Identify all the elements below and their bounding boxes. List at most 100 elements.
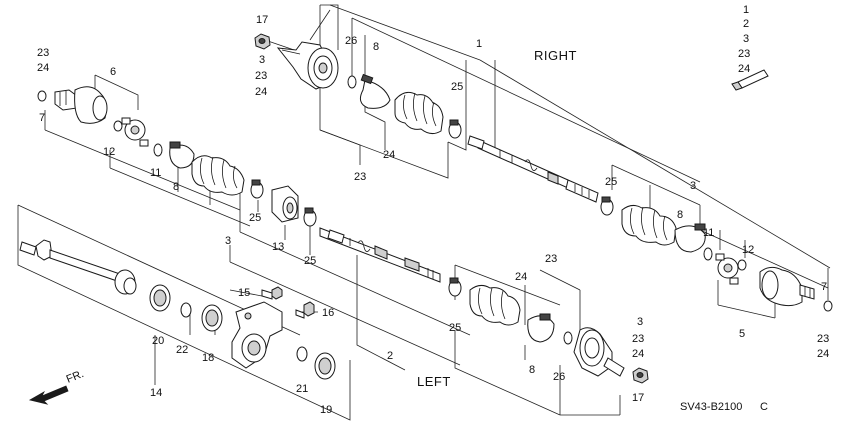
callout: 12	[103, 146, 115, 158]
bearing-support-bracket	[231, 301, 283, 369]
callout: 25	[249, 212, 261, 224]
diagram-code: SV43-B2100	[680, 401, 742, 413]
clip-7-right	[823, 300, 833, 312]
cv-boot-right	[621, 204, 677, 246]
parts	[19, 33, 833, 384]
callout: 15	[238, 287, 250, 299]
bolt-16	[295, 301, 315, 319]
intermediate-shaft	[19, 239, 137, 295]
callout: 25	[449, 322, 461, 334]
inboard-joint-left	[54, 86, 108, 124]
callout: 25	[605, 176, 617, 188]
boot-band-lower	[527, 313, 555, 343]
kit-item: 24	[738, 63, 750, 75]
seal-19	[314, 352, 336, 380]
spindle-nut-lower	[632, 367, 649, 384]
callout: 21	[296, 383, 308, 395]
callout: 11	[150, 167, 161, 179]
callout: 24	[632, 348, 644, 360]
cv-boot-lower	[469, 284, 521, 326]
right-half-shaft	[467, 135, 599, 203]
kit-item: 1	[743, 4, 749, 16]
outer-cv-joint-lower	[573, 327, 625, 377]
callout: 6	[110, 66, 116, 78]
snap-ring-22	[180, 302, 192, 318]
left-half-shaft	[319, 227, 441, 283]
kit-list: 1 2 3 23 24	[738, 4, 750, 75]
callout: 24	[37, 62, 49, 74]
small-band-right	[600, 196, 614, 216]
callout: 16	[322, 307, 334, 319]
tripod-spider-left	[121, 117, 149, 147]
kit-item: 3	[743, 33, 749, 45]
callout: 19	[320, 404, 332, 416]
outer-cv-joint-top	[276, 41, 339, 90]
callout: 24	[817, 348, 829, 360]
front-indicator: FR.	[28, 368, 86, 405]
callout: 26	[553, 371, 565, 383]
callout: 11	[703, 227, 714, 239]
callout: 3	[637, 316, 643, 328]
front-label: FR.	[65, 368, 86, 386]
callout: 17	[256, 14, 268, 26]
seal-18	[201, 304, 223, 332]
callout: 8	[529, 364, 535, 376]
callout: 7	[39, 112, 45, 124]
clip-12-right	[737, 259, 747, 271]
clip-26-lower	[563, 331, 573, 345]
callout: 23	[37, 47, 49, 59]
callout: 3	[259, 54, 265, 66]
callout: 8	[173, 181, 179, 193]
cv-boot-left	[191, 155, 245, 196]
callout: 23	[545, 253, 557, 265]
callout: 2	[387, 350, 393, 362]
callout: 17	[632, 392, 644, 404]
callout: 23	[817, 333, 829, 345]
callout: 25	[304, 255, 316, 267]
clip-7-left	[37, 90, 47, 102]
caption-left: LEFT	[417, 374, 451, 389]
inboard-joint-right	[759, 266, 815, 307]
callout: 24	[255, 86, 267, 98]
clip-11-right	[703, 247, 713, 261]
boot-band-right	[674, 223, 706, 253]
clip-26-top	[347, 75, 357, 89]
callout: 26	[345, 35, 357, 47]
kit-item: 2	[743, 18, 749, 30]
callout: 8	[373, 41, 379, 53]
callout: 3	[690, 180, 696, 192]
caption-right: RIGHT	[534, 48, 577, 63]
dynamic-damper	[271, 185, 299, 223]
leader-lines	[17, 4, 831, 421]
callout: 5	[739, 328, 745, 340]
grease-tube	[731, 69, 769, 91]
diagram-suffix: C	[760, 401, 768, 413]
callout-numbers: 17 3 23 24 26 8 1 25 23 24 6 23 24 7 12 …	[37, 14, 829, 416]
boot-band-top	[359, 73, 391, 109]
boot-band-left	[169, 141, 195, 169]
callout: 1	[476, 38, 482, 50]
callout: 18	[202, 352, 214, 364]
small-band-top	[448, 119, 462, 139]
small-band-left	[250, 179, 264, 199]
small-band-lower	[448, 277, 462, 297]
callout: 23	[632, 333, 644, 345]
callout: 3	[225, 235, 231, 247]
callout: 7	[821, 281, 827, 293]
callout: 23	[354, 171, 366, 183]
kit-item: 23	[738, 48, 750, 60]
bolt-15	[261, 286, 283, 300]
callout: 8	[677, 209, 683, 221]
front-arrow-icon	[28, 385, 69, 405]
tripod-spider-right	[715, 253, 739, 285]
clip-11-left	[153, 143, 163, 157]
spindle-nut-top	[254, 33, 271, 50]
small-band-center	[303, 207, 317, 227]
callout: 24	[383, 149, 395, 161]
snap-ring-21	[296, 346, 308, 362]
cv-boot-top	[394, 91, 444, 135]
callout: 25	[451, 81, 463, 93]
callout: 20	[152, 335, 164, 347]
callout: 14	[150, 387, 162, 399]
